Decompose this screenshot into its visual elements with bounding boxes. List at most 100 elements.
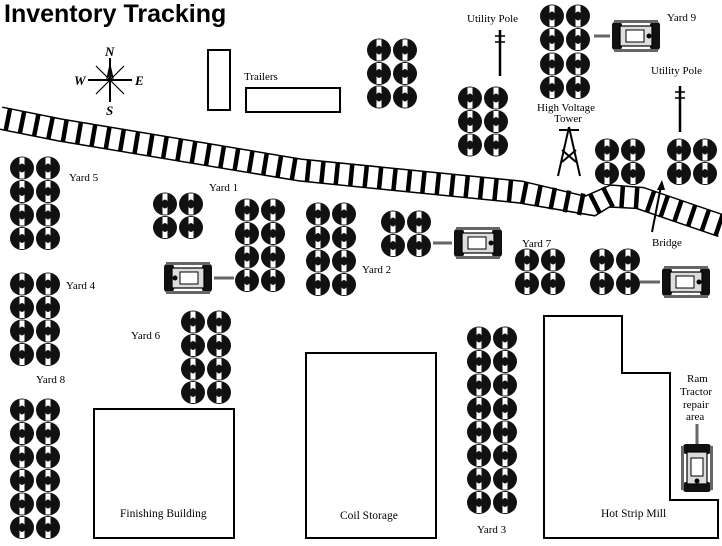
steel-coil[interactable] <box>261 245 285 269</box>
steel-coil[interactable] <box>10 343 34 366</box>
steel-coil[interactable] <box>36 319 60 343</box>
steel-coil[interactable] <box>467 397 491 420</box>
ram-tractor-icon[interactable] <box>661 265 711 299</box>
hot-strip-mill-building[interactable] <box>543 315 719 539</box>
steel-coil[interactable] <box>36 272 60 296</box>
coil-stack-yard-2[interactable] <box>306 202 356 297</box>
steel-coil[interactable] <box>181 357 205 381</box>
ram-tractor-icon[interactable] <box>163 261 213 295</box>
steel-coil[interactable] <box>235 222 259 245</box>
steel-coil[interactable] <box>616 248 640 272</box>
steel-coil[interactable] <box>207 381 231 404</box>
coil-stack-yard-9[interactable] <box>540 4 590 52</box>
steel-coil[interactable] <box>36 469 60 492</box>
steel-coil[interactable] <box>306 202 330 226</box>
steel-coil[interactable] <box>10 180 34 203</box>
steel-coil[interactable] <box>484 86 508 110</box>
coil-stack-yard-4[interactable] <box>10 272 60 367</box>
steel-coil[interactable] <box>235 245 259 269</box>
steel-coil[interactable] <box>207 310 231 334</box>
steel-coil[interactable] <box>36 227 60 250</box>
steel-coil[interactable] <box>36 203 60 227</box>
steel-coil[interactable] <box>261 222 285 245</box>
steel-coil[interactable] <box>181 334 205 357</box>
steel-coil[interactable] <box>10 445 34 469</box>
steel-coil[interactable] <box>10 319 34 343</box>
coil-stack-utility-pole[interactable] <box>458 86 508 157</box>
steel-coil[interactable] <box>10 272 34 296</box>
coil-stack-yard-2[interactable] <box>381 210 431 258</box>
steel-coil[interactable] <box>595 138 619 162</box>
steel-coil[interactable] <box>235 198 259 222</box>
steel-coil[interactable] <box>179 216 203 239</box>
steel-coil[interactable] <box>566 76 590 99</box>
steel-coil[interactable] <box>36 422 60 445</box>
steel-coil[interactable] <box>493 397 517 420</box>
coil-stack-yard-8[interactable] <box>10 398 60 540</box>
steel-coil[interactable] <box>381 210 405 234</box>
steel-coil[interactable] <box>207 357 231 381</box>
trailer-horizontal[interactable] <box>245 87 341 113</box>
coil-stack-yard-6[interactable] <box>181 310 231 405</box>
steel-coil[interactable] <box>393 38 417 62</box>
steel-coil[interactable] <box>36 492 60 516</box>
steel-coil[interactable] <box>467 420 491 444</box>
steel-coil[interactable] <box>458 110 482 133</box>
coil-stack-yard-7[interactable] <box>590 248 640 296</box>
steel-coil[interactable] <box>515 272 539 295</box>
steel-coil[interactable] <box>153 216 177 239</box>
steel-coil[interactable] <box>181 381 205 404</box>
steel-coil[interactable] <box>36 343 60 366</box>
coil-storage-building[interactable] <box>305 352 437 539</box>
steel-coil[interactable] <box>540 28 564 51</box>
steel-coil[interactable] <box>332 249 356 273</box>
steel-coil[interactable] <box>493 373 517 397</box>
steel-coil[interactable] <box>235 269 259 292</box>
steel-coil[interactable] <box>332 202 356 226</box>
steel-coil[interactable] <box>10 422 34 445</box>
steel-coil[interactable] <box>381 234 405 257</box>
steel-coil[interactable] <box>693 162 717 185</box>
steel-coil[interactable] <box>306 273 330 296</box>
trailer-vertical[interactable] <box>207 49 231 111</box>
coil-stack-yard-3[interactable] <box>467 326 517 515</box>
finishing-building[interactable] <box>93 408 235 539</box>
steel-coil[interactable] <box>10 156 34 180</box>
steel-coil[interactable] <box>541 248 565 272</box>
steel-coil[interactable] <box>10 492 34 516</box>
steel-coil[interactable] <box>306 249 330 273</box>
steel-coil[interactable] <box>36 445 60 469</box>
steel-coil[interactable] <box>393 62 417 85</box>
steel-coil[interactable] <box>566 28 590 51</box>
steel-coil[interactable] <box>621 162 645 185</box>
steel-coil[interactable] <box>493 444 517 467</box>
steel-coil[interactable] <box>467 350 491 373</box>
steel-coil[interactable] <box>493 467 517 491</box>
steel-coil[interactable] <box>36 156 60 180</box>
steel-coil[interactable] <box>667 138 691 162</box>
coil-stack-utility-pole[interactable] <box>667 138 717 186</box>
steel-coil[interactable] <box>616 272 640 295</box>
steel-coil[interactable] <box>10 398 34 422</box>
steel-coil[interactable] <box>332 226 356 249</box>
coil-stack-yard-7[interactable] <box>515 248 565 296</box>
steel-coil[interactable] <box>515 248 539 272</box>
coil-stack-yard-1[interactable] <box>235 198 285 293</box>
ram-tractor-icon[interactable] <box>611 19 661 53</box>
steel-coil[interactable] <box>207 334 231 357</box>
steel-coil[interactable] <box>493 350 517 373</box>
steel-coil[interactable] <box>540 76 564 99</box>
steel-coil[interactable] <box>407 210 431 234</box>
steel-coil[interactable] <box>332 273 356 296</box>
steel-coil[interactable] <box>261 198 285 222</box>
steel-coil[interactable] <box>467 444 491 467</box>
steel-coil[interactable] <box>306 226 330 249</box>
steel-coil[interactable] <box>367 38 391 62</box>
steel-coil[interactable] <box>407 234 431 257</box>
steel-coil[interactable] <box>467 373 491 397</box>
steel-coil[interactable] <box>484 110 508 133</box>
steel-coil[interactable] <box>36 296 60 319</box>
steel-coil[interactable] <box>693 138 717 162</box>
steel-coil[interactable] <box>590 248 614 272</box>
steel-coil[interactable] <box>493 326 517 350</box>
